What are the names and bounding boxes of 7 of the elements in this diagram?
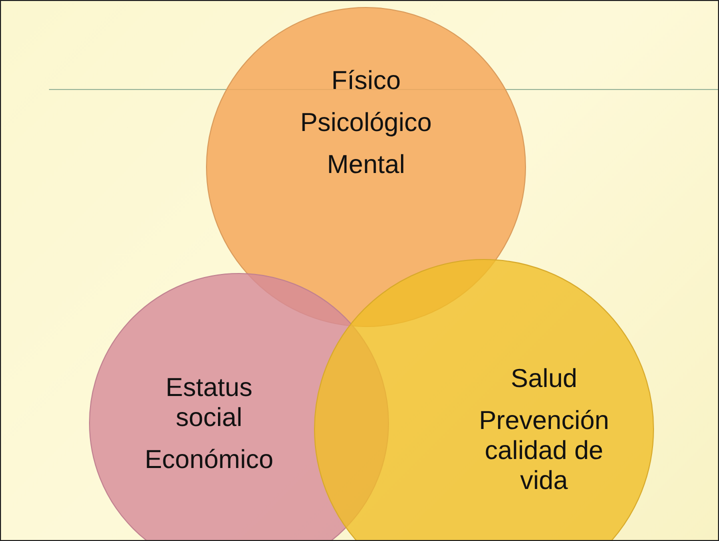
circle-label: Salud [510,363,578,393]
circle-label: Prevención calidad de vida [478,405,610,495]
circle-label: Psicológico [300,107,432,137]
circle-label: Mental [326,149,406,179]
circle-label: Físico [331,65,401,95]
circle-label: Estatus social [164,372,254,432]
circle-label: Económico [144,444,274,474]
